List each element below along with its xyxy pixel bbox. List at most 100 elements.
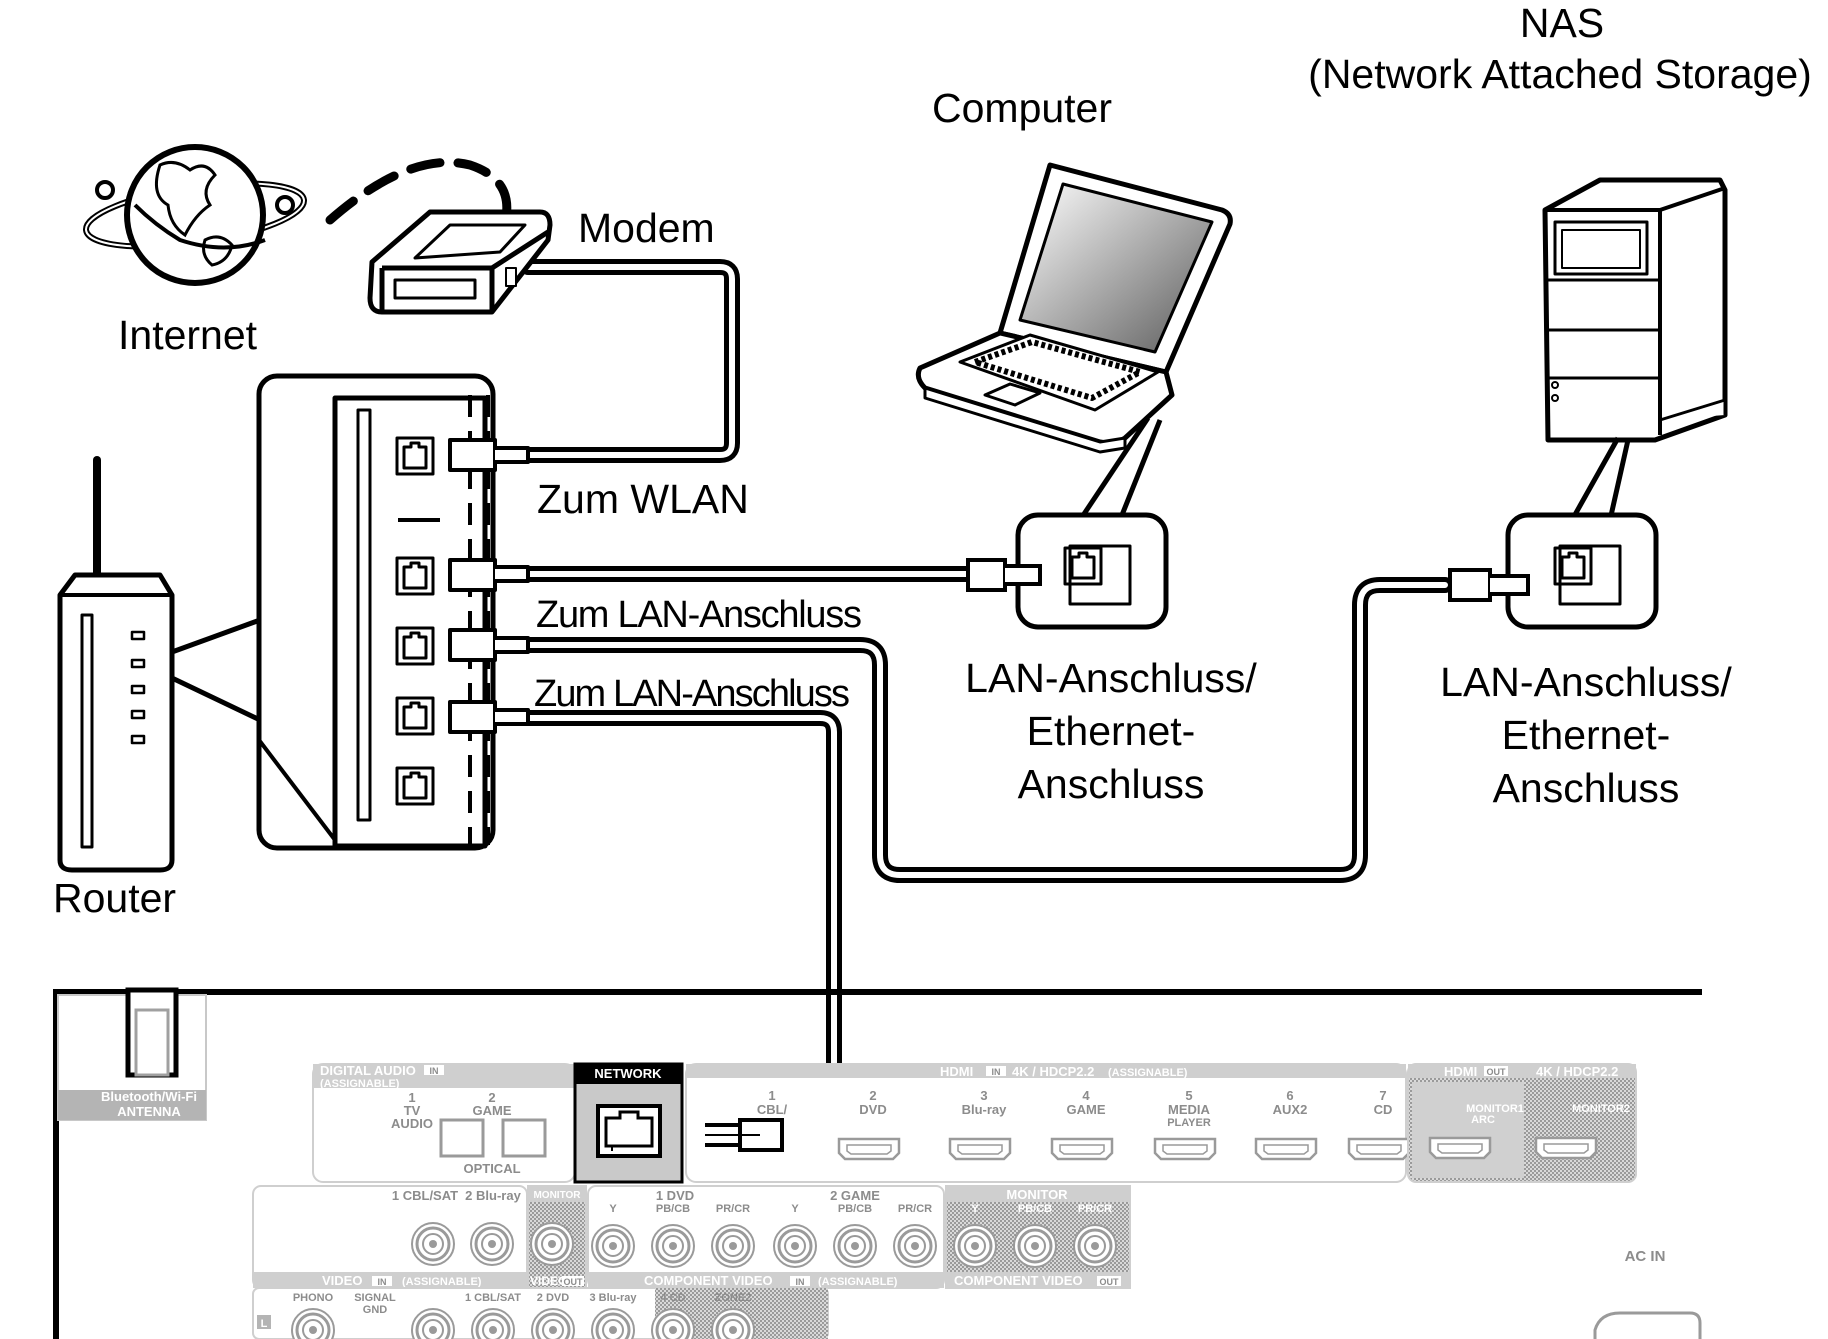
component-jack[interactable] — [1012, 1223, 1058, 1269]
hdmi-out-port-monitor2[interactable] — [1534, 1136, 1598, 1160]
component-jack[interactable] — [590, 1223, 636, 1269]
video-in-label-2: 2 Blu-ray — [465, 1188, 521, 1203]
component-jack[interactable] — [772, 1223, 818, 1269]
hdmi-in-name: Blu-ray — [962, 1102, 1008, 1117]
computer-port-label-line1: LAN-Anschluss/ — [965, 655, 1257, 701]
monitor2-label: MONITOR2 — [1572, 1103, 1630, 1115]
component-jack[interactable] — [710, 1223, 756, 1269]
hdmi-in-port[interactable] — [1153, 1137, 1217, 1161]
digital-audio-title: DIGITAL AUDIO — [320, 1063, 416, 1078]
nas-icon — [1542, 177, 1728, 443]
component-jack[interactable] — [892, 1223, 938, 1269]
audio-in-label: 4 CD — [660, 1292, 685, 1304]
network-plug — [705, 1118, 784, 1152]
component-monitor-label: MONITOR — [1006, 1187, 1068, 1202]
video-out-jack[interactable] — [529, 1221, 575, 1267]
laptop-icon — [915, 162, 1233, 454]
video-in-assignable: (ASSIGNABLE) — [402, 1276, 482, 1288]
bluetooth-wifi-antenna: Bluetooth/Wi-Fi ANTENNA — [57, 987, 207, 1121]
digital-audio-in-badge: IN — [430, 1066, 439, 1076]
component-jack[interactable] — [952, 1223, 998, 1269]
component-jack[interactable] — [1072, 1223, 1118, 1269]
component-channel-label: PB/CB — [656, 1203, 690, 1215]
optical-port-2[interactable] — [501, 1118, 547, 1158]
computer-port-label-line2: Ethernet- — [1027, 708, 1196, 754]
video-in-section: MONITOR 1 CBL/SAT 2 Blu-ray VIDEO IN (AS… — [252, 1185, 587, 1289]
component-channel-label: PB/CB — [838, 1203, 872, 1215]
cable-internet-modem — [325, 157, 512, 227]
hdmi-in-port[interactable] — [1254, 1137, 1318, 1161]
hdmi-in-name: AUX2 — [1273, 1102, 1308, 1117]
zum-lan-label-2: Zum LAN-Anschluss — [534, 673, 850, 715]
component-in-footer: COMPONENT VIDEO — [644, 1273, 773, 1288]
hdmi-in-num: 4 — [1082, 1088, 1090, 1103]
video-out-badge: OUT — [564, 1277, 584, 1287]
audio-left-badge: L — [261, 1318, 268, 1330]
component-jack[interactable] — [650, 1223, 696, 1269]
nas-port-label-line3: Anschluss — [1493, 765, 1680, 811]
cable-modem-router — [518, 259, 740, 463]
digital-audio-section: DIGITAL AUDIO IN (ASSIGNABLE) 1 TV AUDIO… — [312, 1063, 576, 1183]
digital-in-1-name: TV — [404, 1103, 421, 1118]
cables — [325, 157, 1453, 1142]
nas-subtitle: (Network Attached Storage) — [1308, 51, 1812, 97]
hdmi-in-num: 5 — [1185, 1088, 1192, 1103]
antenna-label-line1: Bluetooth/Wi-Fi — [101, 1089, 197, 1104]
audio-in-label: SIGNAL — [354, 1292, 396, 1304]
hdmi-in-assignable: (ASSIGNABLE) — [1108, 1067, 1188, 1079]
optical-port-1[interactable] — [439, 1118, 485, 1158]
internet-label: Internet — [118, 312, 258, 358]
component-channel-label: PR/CR — [898, 1203, 932, 1215]
component-channel-label: Y — [791, 1203, 799, 1215]
zum-lan-label-1: Zum LAN-Anschluss — [536, 594, 862, 636]
hdmi-in-port[interactable] — [948, 1137, 1012, 1161]
hdmi-in-port[interactable] — [1050, 1137, 1114, 1161]
hdmi-in-port[interactable] — [1347, 1137, 1411, 1161]
video-in-jack-2[interactable] — [469, 1221, 515, 1267]
nas-port-callout — [1505, 436, 1659, 630]
ac-in-socket[interactable] — [1593, 1311, 1702, 1339]
component-channel-label: PR/CR — [716, 1203, 750, 1215]
computer-port-label-line3: Anschluss — [1018, 761, 1205, 807]
network-section: NETWORK — [573, 1062, 684, 1184]
video-in-badge: IN — [378, 1277, 387, 1287]
hdmi-out-section: HDMI OUT 4K / HDCP2.2 MONITOR1 ARC MONIT… — [1407, 1063, 1637, 1183]
receiver-rear-panel: Bluetooth/Wi-Fi ANTENNA DIGITAL AUDIO IN… — [53, 987, 1702, 1339]
nas-port-label-line2: Ethernet- — [1502, 712, 1671, 758]
audio-in-label: 3 Blu-ray — [589, 1292, 637, 1304]
video-monitor-label: MONITOR — [533, 1190, 581, 1201]
computer-plug — [966, 558, 1042, 592]
monitor1-label: MONITOR1 — [1466, 1103, 1524, 1115]
hdmi-out-port-monitor1[interactable] — [1428, 1136, 1492, 1160]
hdmi-in-num: 7 — [1379, 1088, 1386, 1103]
network-port[interactable] — [596, 1104, 662, 1158]
component-channel-label: Y — [971, 1203, 979, 1215]
hdmi-in-name: DVD — [859, 1102, 886, 1117]
audio-in-label: PHONO — [293, 1292, 334, 1304]
hdmi-in-num: 2 — [869, 1088, 876, 1103]
nas-plug — [1448, 568, 1530, 602]
computer-port-callout — [1015, 416, 1169, 630]
digital-audio-assignable: (ASSIGNABLE) — [320, 1078, 400, 1090]
zum-wlan-label: Zum WLAN — [537, 476, 749, 522]
hdmi-in-name: GAME — [1067, 1102, 1106, 1117]
component-jack[interactable] — [832, 1223, 878, 1269]
hdmi-in-name2: PLAYER — [1167, 1117, 1211, 1129]
optical-label: OPTICAL — [463, 1161, 520, 1176]
video-in-footer: VIDEO — [322, 1273, 362, 1288]
hdmi-in-port[interactable] — [837, 1137, 901, 1161]
hdmi-in-title: HDMI — [940, 1064, 973, 1079]
component-in-assignable: (ASSIGNABLE) — [818, 1276, 898, 1288]
hdmi-in-spec: 4K / HDCP2.2 — [1012, 1064, 1094, 1079]
hdmi-out-spec: 4K / HDCP2.2 — [1536, 1064, 1618, 1079]
modem-icon — [367, 209, 553, 315]
video-in-jack-1[interactable] — [410, 1221, 456, 1267]
hdmi-out-title: HDMI — [1444, 1064, 1477, 1079]
computer-label: Computer — [932, 85, 1112, 131]
modem-label: Modem — [578, 205, 715, 251]
digital-in-2-name: GAME — [473, 1103, 512, 1118]
component-group-2: 2 GAME — [830, 1188, 880, 1203]
component-channel-label: Y — [609, 1203, 617, 1215]
